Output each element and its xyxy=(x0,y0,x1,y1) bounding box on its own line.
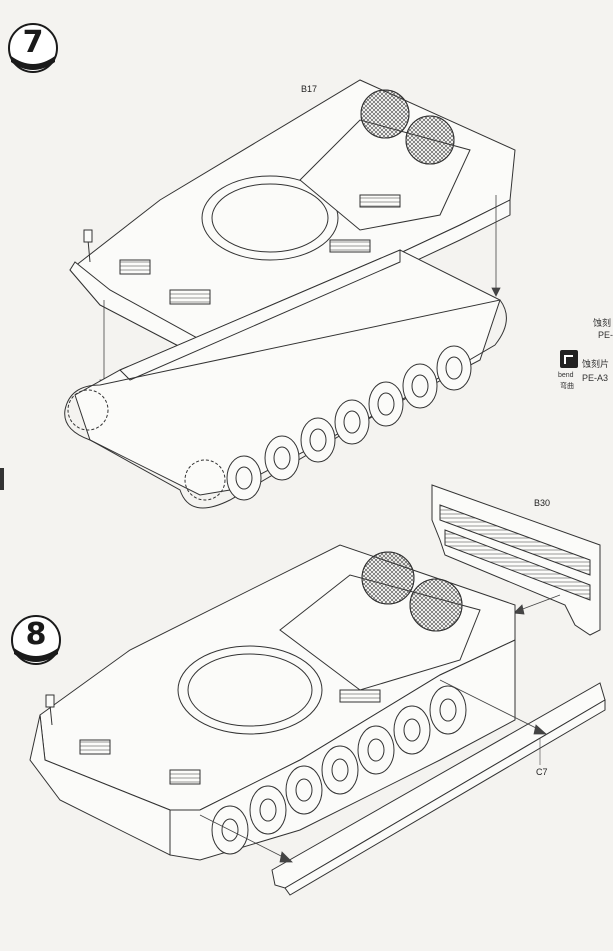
step8-arrows-c7 xyxy=(199,679,548,863)
step8-side-skirt-b30 xyxy=(431,484,601,636)
part-label-b30: B30 xyxy=(534,498,551,508)
edge-mark xyxy=(0,468,4,490)
step-8-number: 8 xyxy=(25,617,47,652)
step7-badge-shape xyxy=(8,23,58,73)
part-label-b17: B17 xyxy=(301,84,318,94)
margin-text-pe-a3: PE-A3 xyxy=(582,373,609,383)
margin-text-pe: PE- xyxy=(598,330,613,340)
step-7-word: STEP xyxy=(23,54,43,61)
margin-text-etch-sheet: 蚀刻片 xyxy=(582,359,610,369)
step-7-badge: 7 STEP xyxy=(8,23,58,73)
step7-hull-lower xyxy=(64,249,507,509)
step8-badge-shape xyxy=(11,615,61,665)
step-7-number: 7 xyxy=(22,25,44,60)
bend-label-cn: 弯曲 xyxy=(560,383,574,390)
step8-side-skirt-c7 xyxy=(271,682,606,896)
bend-label: bend xyxy=(558,372,574,379)
step-8-word: STEP xyxy=(26,646,46,653)
step-8-badge: 8 STEP xyxy=(11,615,61,665)
step8-hull-assembled xyxy=(29,544,516,861)
part-label-c7: C7 xyxy=(536,767,548,777)
margin-text-etch: 蚀刻 xyxy=(593,318,612,328)
bend-icon xyxy=(560,350,578,368)
step8-arrow-b30 xyxy=(513,594,561,615)
